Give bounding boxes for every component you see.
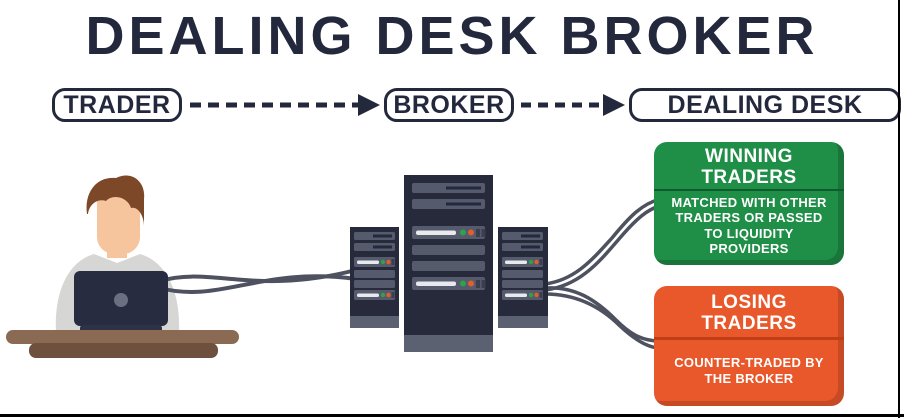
page-title: DEALING DESK BROKER <box>85 6 819 66</box>
winning-traders-description: MATCHED WITH OTHER TRADERS OR PASSED TO … <box>671 194 827 257</box>
server-highlight-slat <box>502 290 543 300</box>
flow-node-broker: BROKER <box>384 88 514 122</box>
cables-laptop-to-server <box>158 268 358 294</box>
screenshot-bottom-border <box>0 414 904 417</box>
winning-card-separator <box>654 188 844 191</box>
server-tower-center <box>404 175 493 352</box>
flow-node-broker-label: BROKER <box>393 90 505 119</box>
screenshot-right-border <box>898 0 900 418</box>
losing-card-separator <box>654 337 844 340</box>
hair <box>86 175 145 226</box>
server-highlight-slat <box>502 257 543 267</box>
winning-traders-card: WINNING TRADERS MATCHED WITH OTHER TRADE… <box>654 142 844 265</box>
cables-server-to-outcomes <box>543 197 662 350</box>
server-tower-right <box>498 227 548 328</box>
server-tower-left <box>350 227 399 328</box>
server-highlight-slat <box>412 226 486 239</box>
flow-node-trader-label: TRADER <box>63 90 171 119</box>
losing-traders-description: COUNTER-TRADED BY THE BROKER <box>674 355 824 386</box>
laptop-logo <box>114 293 128 307</box>
laptop <box>74 271 168 333</box>
desk <box>6 330 239 358</box>
winning-traders-title: WINNING TRADERS <box>701 146 797 188</box>
flow-node-dealing-desk-label: DEALING DESK <box>667 90 863 119</box>
server-highlight-slat <box>354 257 395 267</box>
server-highlight-slat <box>412 277 486 290</box>
losing-traders-title: LOSING TRADERS <box>701 292 797 334</box>
server-highlight-slat <box>354 290 395 300</box>
flow-node-dealing-desk: DEALING DESK <box>629 88 901 122</box>
flow-node-trader: TRADER <box>52 88 182 122</box>
losing-traders-card: LOSING TRADERS COUNTER-TRADED BY THE BRO… <box>654 286 844 406</box>
